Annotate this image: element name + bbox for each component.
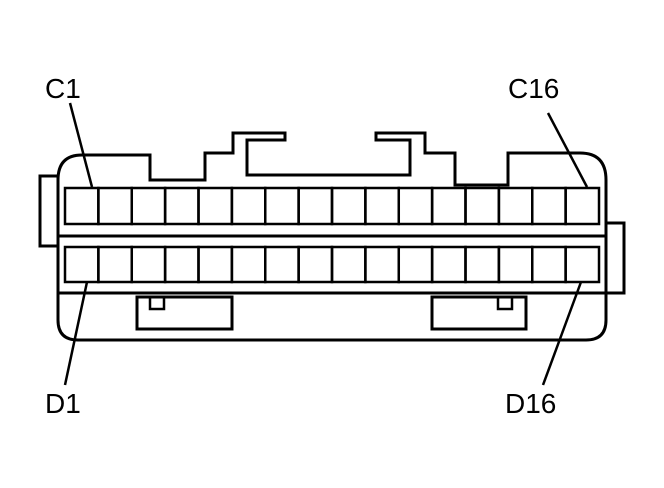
cavity-c6 [230,186,267,226]
cavity-c14 [497,186,534,226]
cavity-d1 [63,245,100,284]
cavity-row-d [63,245,601,284]
c16-leader-line [546,112,589,188]
label-d16: D16 [505,388,556,419]
cavity-c2 [97,186,134,226]
cavity-c8 [297,186,334,226]
cavity-d12 [430,245,467,284]
cavity-c13 [464,186,501,226]
cavity-c5 [197,186,234,226]
right-lock-tab [496,295,514,311]
left-side-tab [38,174,60,248]
d1-leader-line [63,281,89,386]
left-lock-window [135,295,234,331]
cavity-d15 [531,245,567,284]
cavity-d6 [230,245,267,284]
cavity-d5 [197,245,234,284]
cavity-d3 [130,245,167,284]
cavity-d11 [397,245,434,284]
cavity-c12 [430,186,467,226]
cavity-d14 [497,245,534,284]
left-lock-tab [148,295,166,311]
cavity-c11 [397,186,434,226]
cavity-c7 [264,186,300,226]
cavity-c16 [564,186,601,226]
cavity-d8 [297,245,334,284]
cavity-d16 [564,245,601,284]
right-lock-window [430,295,528,331]
cavity-c9 [330,186,367,226]
d16-leader-line [541,281,583,386]
cavity-c3 [130,186,167,226]
cavity-d13 [464,245,501,284]
cavity-d4 [163,245,200,284]
label-d1: D1 [45,388,81,419]
label-c1: C1 [45,73,81,104]
cavity-d2 [97,245,134,284]
cavity-d10 [364,245,401,284]
c1-leader-line [68,102,94,188]
cavity-c4 [163,186,200,226]
right-side-tab [604,221,626,295]
cavity-d9 [330,245,367,284]
label-c16: C16 [508,73,559,104]
cavity-c15 [531,186,567,226]
cavity-row-c [63,186,601,226]
cavity-d7 [264,245,300,284]
connector-body-outline [56,131,608,342]
cavity-c1 [63,186,100,226]
cavity-c10 [364,186,401,226]
